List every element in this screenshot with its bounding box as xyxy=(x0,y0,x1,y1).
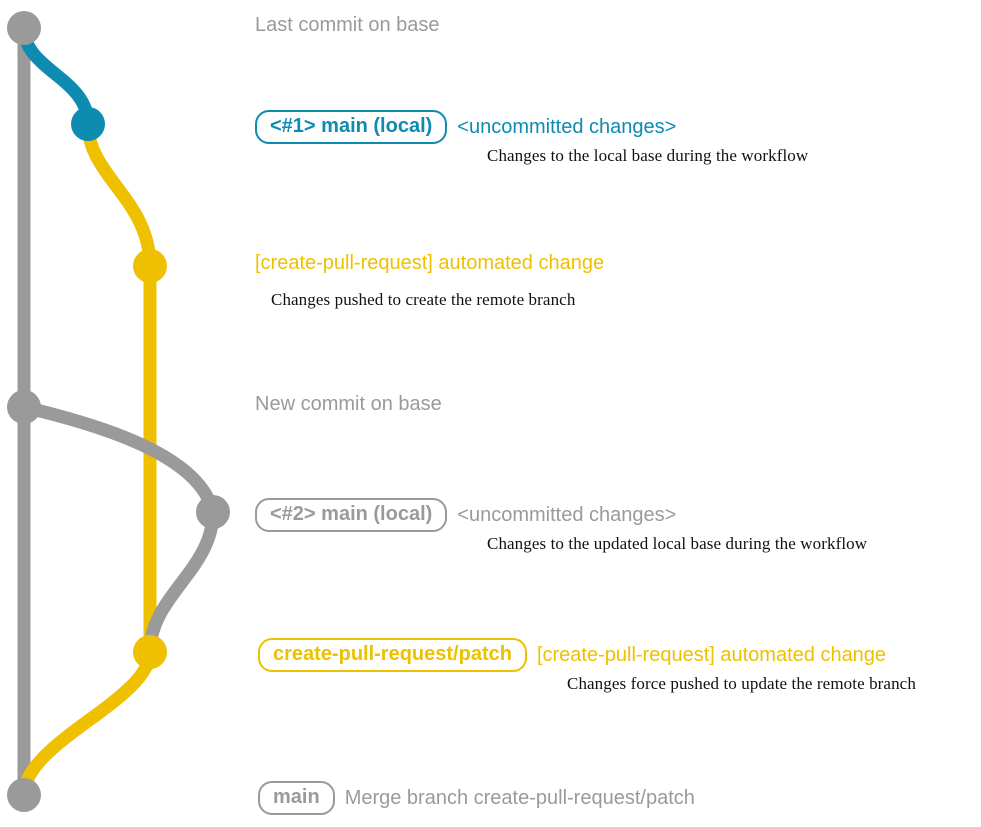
local-branch-line-1 xyxy=(17,21,95,131)
row-last-commit-on-base: Last commit on base xyxy=(255,14,440,36)
commit-node-merge[interactable] xyxy=(7,778,41,812)
commit-message-local-2: <uncommitted changes> xyxy=(457,504,677,526)
commit-description-remote-2: Changes force pushed to update the remot… xyxy=(567,674,916,693)
row-merge-commit: main Merge branch create-pull-request/pa… xyxy=(258,781,695,815)
updated-local-branch-line xyxy=(17,400,220,519)
updated-local-merge-line xyxy=(143,505,220,659)
branch-pill-local-1[interactable]: <#1> main (local) xyxy=(255,110,448,144)
commit-message-merge: Merge branch create-pull-request/patch xyxy=(344,787,695,809)
commit-message-remote-1: [create-pull-request] automated change xyxy=(255,252,605,274)
branch-pill-remote-2[interactable]: create-pull-request/patch xyxy=(258,638,527,672)
row-local-commit-2: <#2> main (local) <uncommitted changes> xyxy=(255,498,676,532)
commit-message-remote-2: [create-pull-request] automated change xyxy=(536,644,887,666)
row-local-commit-1: <#1> main (local) <uncommitted changes> xyxy=(255,110,676,144)
branch-pill-local-2[interactable]: <#2> main (local) xyxy=(255,498,448,532)
branch-pill-main[interactable]: main xyxy=(258,781,335,815)
commit-node-base-head[interactable] xyxy=(7,11,41,45)
commit-description-local-2: Changes to the updated local base during… xyxy=(487,534,868,553)
commit-message-last-commit-on-base: Last commit on base xyxy=(255,14,440,36)
commit-description-remote-1: Changes pushed to create the remote bran… xyxy=(271,290,576,309)
row-remote-commit-1: [create-pull-request] automated change xyxy=(255,252,604,274)
commit-node-local-2[interactable] xyxy=(196,495,230,529)
remote-branch-merge-line xyxy=(17,645,157,802)
commit-node-local-1[interactable] xyxy=(71,107,105,141)
commit-node-base-new[interactable] xyxy=(7,390,41,424)
commit-node-remote-1[interactable] xyxy=(133,249,167,283)
commit-graph xyxy=(7,11,230,812)
commit-message-local-1: <uncommitted changes> xyxy=(457,116,677,138)
commit-message-new-commit-on-base: New commit on base xyxy=(255,393,442,415)
commit-description-local-1: Changes to the local base during the wor… xyxy=(487,146,809,165)
remote-branch-line xyxy=(81,117,157,659)
commit-node-remote-2[interactable] xyxy=(133,635,167,669)
row-remote-commit-2: create-pull-request/patch [create-pull-r… xyxy=(258,638,886,672)
row-new-commit-on-base: New commit on base xyxy=(255,393,442,415)
